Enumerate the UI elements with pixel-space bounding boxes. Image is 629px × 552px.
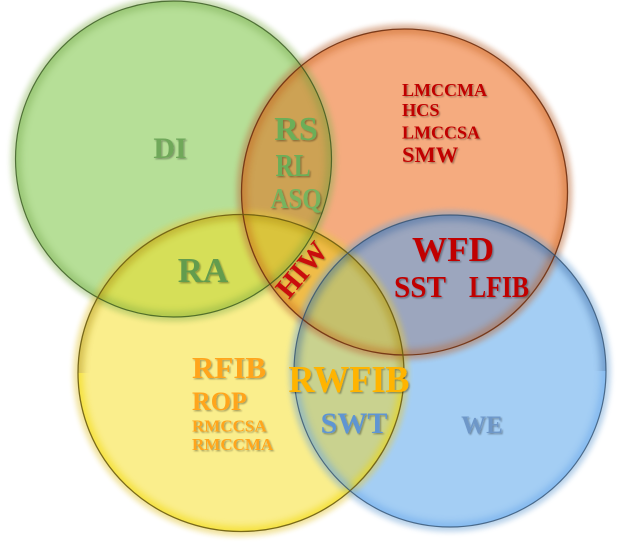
svg-text:ROP: ROP [192,387,247,416]
svg-text:RFIB: RFIB [192,350,266,385]
svg-text:RMCCSA: RMCCSA [192,417,267,436]
svg-text:RWFIB: RWFIB [289,359,410,401]
svg-text:LFIB: LFIB [469,269,529,304]
svg-text:SWT: SWT [321,407,388,440]
svg-text:SST: SST [394,269,446,304]
svg-text:RA: RA [178,251,229,290]
svg-text:LMCCSA: LMCCSA [402,123,480,143]
svg-text:RL: RL [276,147,311,183]
svg-text:SMW: SMW [402,142,459,167]
svg-text:RS: RS [274,111,317,148]
svg-text:WFD: WFD [412,230,494,269]
svg-text:DI: DI [153,132,186,165]
svg-text:HCS: HCS [402,100,440,120]
svg-text:LMCCMA: LMCCMA [402,80,487,100]
svg-text:WE: WE [461,412,503,439]
svg-text:RMCCMA: RMCCMA [192,435,274,454]
svg-text:ASQ: ASQ [271,183,322,215]
